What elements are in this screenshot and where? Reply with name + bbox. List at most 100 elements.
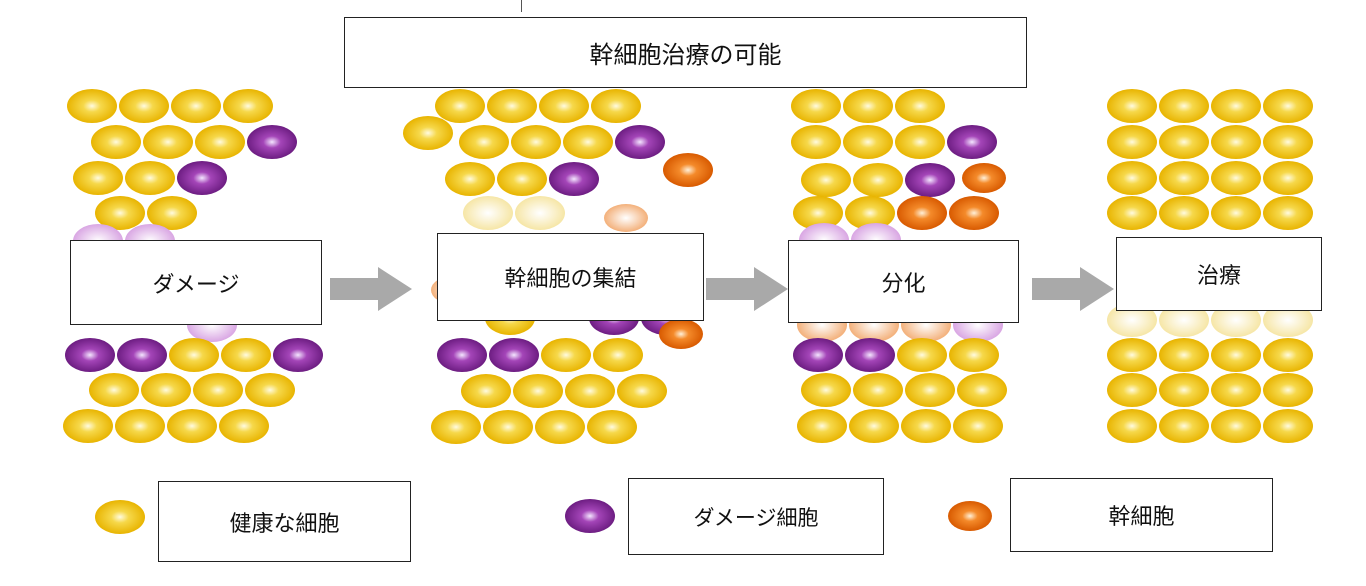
healthy-cell [1159, 338, 1209, 372]
healthy-cell [797, 409, 847, 443]
healthy-cell [1211, 125, 1261, 159]
healthy-cell [895, 125, 945, 159]
healthy-cell [1107, 89, 1157, 123]
healthy-cell [169, 338, 219, 372]
damaged-cell [117, 338, 167, 372]
damaged-cell [793, 338, 843, 372]
damaged-cell [905, 163, 955, 197]
stem-cell [897, 196, 947, 230]
stage-label-damage: ダメージ [70, 240, 322, 325]
stage-label-treatment: 治療 [1116, 237, 1322, 311]
healthy-cell [901, 409, 951, 443]
healthy-cell [895, 89, 945, 123]
healthy-cell [791, 125, 841, 159]
damaged-cell [489, 338, 539, 372]
stem-cell [663, 153, 713, 187]
damaged-cell [947, 125, 997, 159]
healthy-cell [949, 338, 999, 372]
damaged-cell [565, 499, 615, 533]
healthy-cell [89, 373, 139, 407]
legend-label-damaged: ダメージ細胞 [628, 478, 884, 555]
healthy-cell [63, 409, 113, 443]
stage-label-differentiation: 分化 [788, 240, 1019, 323]
damaged-cell [65, 338, 115, 372]
healthy-cell [147, 196, 197, 230]
healthy-cell [1211, 196, 1261, 230]
healthy-cell [1159, 196, 1209, 230]
right-arrow-icon [330, 267, 412, 311]
faded-healthy-cell [1211, 303, 1261, 337]
healthy-cell [1263, 409, 1313, 443]
healthy-cell [843, 125, 893, 159]
faded-stem-cell [604, 204, 648, 232]
healthy-cell [1211, 161, 1261, 195]
healthy-cell [497, 162, 547, 196]
healthy-cell [167, 409, 217, 443]
healthy-cell [905, 373, 955, 407]
healthy-cell [897, 338, 947, 372]
damaged-cell [615, 125, 665, 159]
healthy-cell [1107, 196, 1157, 230]
damaged-cell [437, 338, 487, 372]
healthy-cell [801, 373, 851, 407]
healthy-cell [483, 410, 533, 444]
healthy-cell [73, 161, 123, 195]
healthy-cell [843, 89, 893, 123]
healthy-cell [1159, 373, 1209, 407]
faded-healthy-cell [1107, 303, 1157, 337]
healthy-cell [587, 410, 637, 444]
healthy-cell [193, 373, 243, 407]
healthy-cell [953, 409, 1003, 443]
healthy-cell [1107, 373, 1157, 407]
healthy-cell [435, 89, 485, 123]
healthy-cell [115, 409, 165, 443]
faded-healthy-cell [463, 196, 513, 230]
process-arrows [330, 267, 1114, 311]
healthy-cell [403, 116, 453, 150]
healthy-cell [119, 89, 169, 123]
faded-healthy-cell [1159, 303, 1209, 337]
healthy-cell [1159, 161, 1209, 195]
healthy-cell [487, 89, 537, 123]
healthy-cell [511, 125, 561, 159]
legend-label-healthy: 健康な細胞 [158, 481, 411, 562]
damaged-cell [549, 162, 599, 196]
healthy-cell [141, 373, 191, 407]
healthy-cell [593, 338, 643, 372]
stem-cell [949, 196, 999, 230]
healthy-cell [793, 196, 843, 230]
healthy-cell [195, 125, 245, 159]
healthy-cell [617, 374, 667, 408]
stem-cell [962, 163, 1006, 193]
healthy-cell [1263, 161, 1313, 195]
healthy-cell [1159, 125, 1209, 159]
healthy-cell [1107, 161, 1157, 195]
healthy-cell [541, 338, 591, 372]
healthy-cell [219, 409, 269, 443]
healthy-cell [1107, 125, 1157, 159]
healthy-cell [853, 373, 903, 407]
faded-healthy-cell [1263, 303, 1313, 337]
stage-label-gather: 幹細胞の集結 [437, 233, 704, 321]
healthy-cell [1107, 338, 1157, 372]
damaged-cell [845, 338, 895, 372]
healthy-cell [957, 373, 1007, 407]
stem-cell [659, 319, 703, 349]
faded-healthy-cell [515, 196, 565, 230]
healthy-cell [95, 500, 145, 534]
healthy-cell [1159, 409, 1209, 443]
healthy-cell [563, 125, 613, 159]
healthy-cell [91, 125, 141, 159]
healthy-cell [431, 410, 481, 444]
healthy-cell [221, 338, 271, 372]
healthy-cell [245, 373, 295, 407]
damaged-cell [247, 125, 297, 159]
healthy-cell [1159, 89, 1209, 123]
healthy-cell [1211, 373, 1261, 407]
healthy-cell [1211, 409, 1261, 443]
healthy-cell [95, 196, 145, 230]
right-arrow-icon [706, 267, 788, 311]
healthy-cell [125, 161, 175, 195]
healthy-cell [67, 89, 117, 123]
right-arrow-icon [1032, 267, 1114, 311]
